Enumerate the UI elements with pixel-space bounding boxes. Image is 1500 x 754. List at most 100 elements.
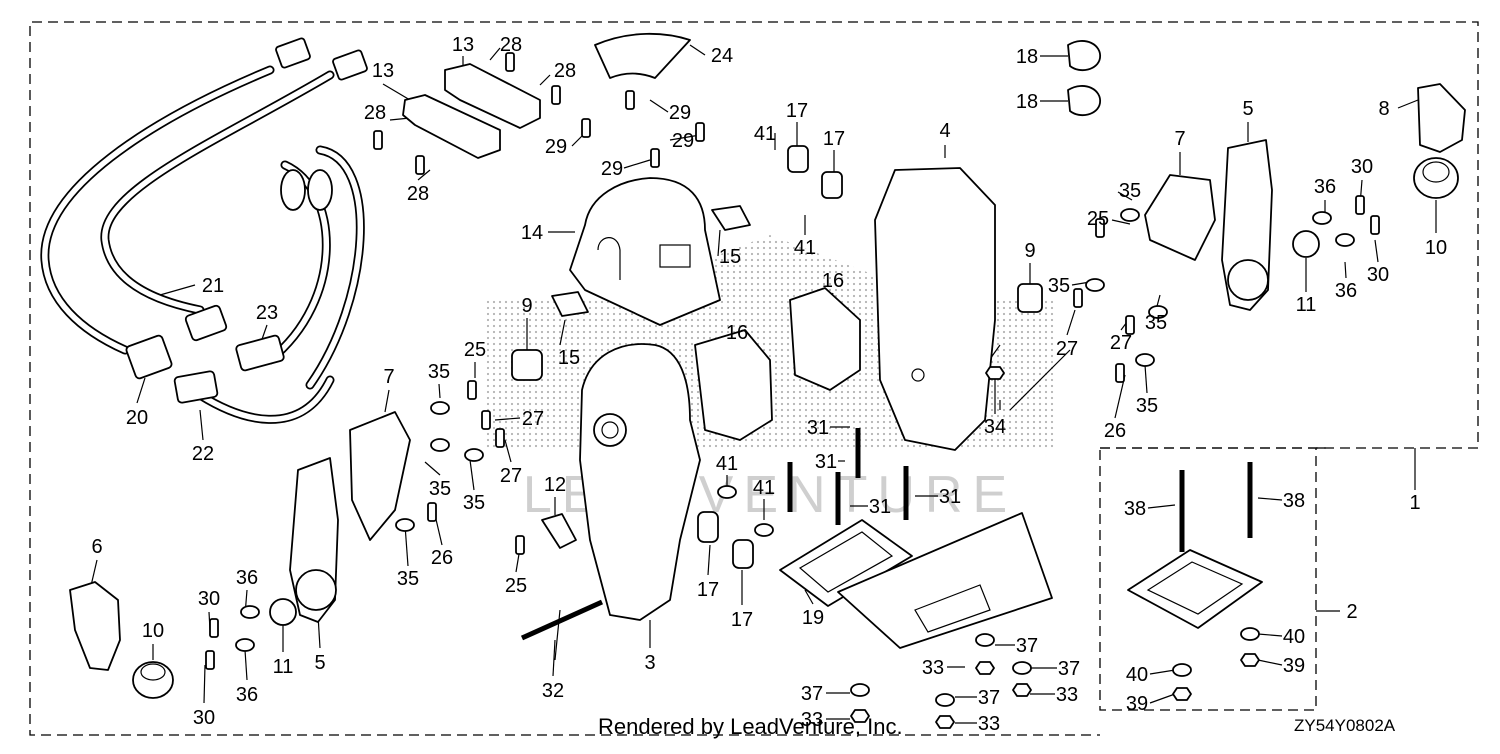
washer: [430, 438, 450, 452]
callout-14: 14: [521, 222, 543, 244]
leader-line: [1144, 364, 1148, 394]
leader-line: [1257, 633, 1283, 637]
callout-37: 37: [1016, 635, 1038, 657]
leader-line: [1111, 219, 1131, 225]
callout-25: 25: [464, 339, 486, 361]
washer: [1172, 663, 1192, 677]
callout-33: 33: [978, 713, 1000, 735]
screw: [1073, 288, 1083, 308]
callout-41: 41: [753, 477, 775, 499]
leader-line: [469, 459, 475, 491]
callout-39: 39: [1283, 655, 1305, 677]
callout-37: 37: [1058, 658, 1080, 680]
callout-37: 37: [978, 687, 1000, 709]
washer: [1012, 661, 1032, 675]
screw: [481, 410, 491, 430]
clip-17: [821, 171, 843, 199]
screw: [495, 428, 505, 448]
leader-line: [1257, 659, 1283, 666]
callout-4: 4: [939, 120, 950, 142]
clip-17: [787, 145, 809, 173]
bolt-32: [520, 599, 604, 641]
callout-1: 1: [1409, 492, 1420, 514]
washer: [1085, 278, 1105, 292]
control-body-3: [579, 343, 701, 621]
plate-12: [541, 513, 577, 549]
callout-16: 16: [726, 322, 748, 344]
gasket-19: [779, 512, 1053, 649]
callout-36: 36: [236, 567, 258, 589]
leader-line: [384, 389, 390, 413]
washer: [1240, 627, 1260, 641]
callout-31: 31: [815, 451, 837, 473]
callout-19: 19: [802, 607, 824, 629]
callout-7: 7: [1174, 128, 1185, 150]
callout-31: 31: [807, 417, 829, 439]
screw: [427, 502, 437, 522]
washer: [464, 448, 484, 462]
callout-21: 21: [202, 275, 224, 297]
leader-line: [489, 47, 501, 61]
wire-harness: [40, 37, 368, 424]
bracket-13: [402, 63, 541, 159]
callout-25: 25: [1087, 208, 1109, 230]
leader-line: [649, 99, 669, 113]
leader-line: [623, 159, 651, 169]
callout-32: 32: [542, 680, 564, 702]
washer: [395, 518, 415, 532]
leader-line: [1257, 497, 1283, 501]
leader-line: [417, 169, 431, 181]
callout-40: 40: [1283, 626, 1305, 648]
callout-30: 30: [193, 707, 215, 729]
leader-line: [539, 74, 551, 86]
callout-31: 31: [939, 486, 961, 508]
bushing-11: [1292, 230, 1320, 258]
grip-6: [69, 581, 121, 671]
screw: [650, 148, 660, 168]
callout-24: 24: [711, 45, 733, 67]
callout-29: 29: [601, 158, 623, 180]
callout-12: 12: [544, 474, 566, 496]
callout-16: 16: [822, 270, 844, 292]
leader-line: [689, 44, 706, 56]
leader-line: [707, 544, 711, 576]
washer: [240, 605, 260, 619]
screw: [373, 130, 383, 150]
callout-11: 11: [273, 656, 294, 678]
leader-line: [199, 409, 204, 441]
lever-5: [295, 569, 337, 611]
callout-33: 33: [922, 657, 944, 679]
callout-17: 17: [786, 100, 808, 122]
leader-line: [1147, 504, 1176, 509]
callout-22: 22: [192, 443, 214, 465]
callout-38: 38: [1124, 498, 1146, 520]
callout-30: 30: [198, 588, 220, 610]
callout-37: 37: [801, 683, 823, 705]
callout-36: 36: [236, 684, 258, 706]
callout-17: 17: [697, 579, 719, 601]
washer: [754, 523, 774, 537]
cover-24: [594, 32, 691, 79]
callout-31: 31: [869, 496, 891, 518]
callout-10: 10: [142, 620, 164, 642]
callout-28: 28: [500, 34, 522, 56]
callout-8: 8: [1378, 98, 1389, 120]
leader-line: [159, 284, 196, 296]
leader-line: [1009, 349, 1071, 411]
washer: [1120, 208, 1140, 222]
callout-35: 35: [1145, 312, 1167, 334]
callout-41: 41: [716, 453, 738, 475]
washer: [975, 633, 995, 647]
screw: [695, 122, 705, 142]
callout-40: 40: [1126, 664, 1148, 686]
washer: [430, 401, 450, 415]
screw: [1125, 315, 1135, 335]
leader-line: [203, 664, 206, 704]
callout-28: 28: [554, 60, 576, 82]
base-2: [1127, 549, 1263, 629]
leader-line: [424, 461, 441, 476]
callout-11: 11: [1296, 294, 1317, 316]
screw: [625, 90, 635, 110]
leader-line: [1397, 99, 1419, 109]
